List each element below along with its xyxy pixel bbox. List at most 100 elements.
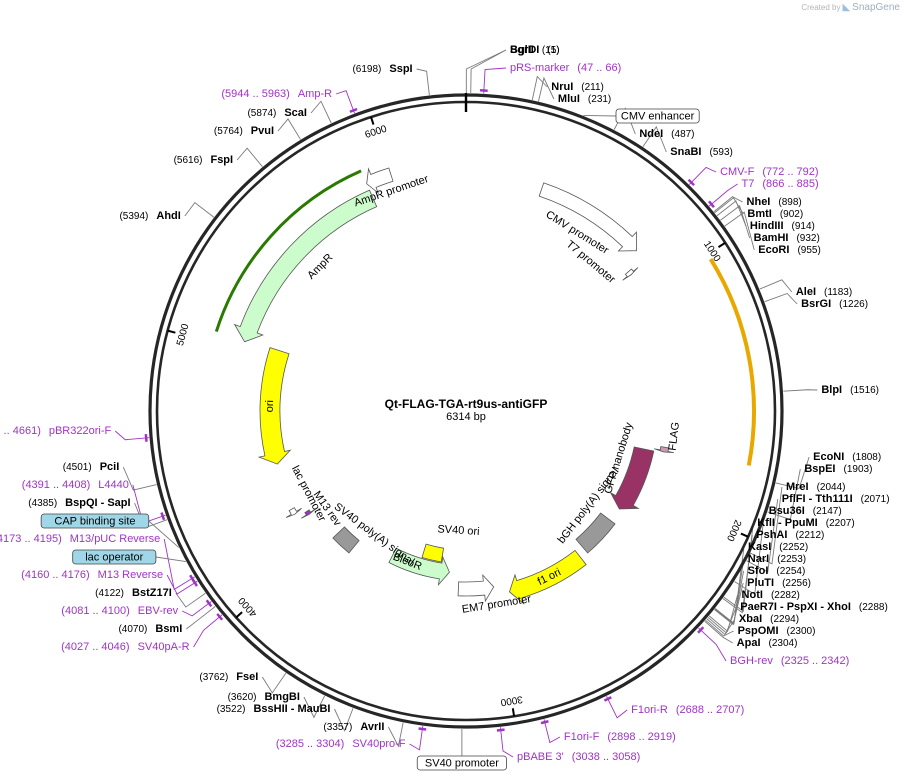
- primer-label-pbabe-3[interactable]: pBABE 3'(3038 .. 3058): [517, 751, 640, 763]
- leader-cap-binding-site: [148, 520, 180, 548]
- enzyme-label-hindiii[interactable]: HindIII(914): [750, 220, 815, 232]
- feature-m13-rev[interactable]: [301, 508, 316, 519]
- enzyme-position: (2254): [776, 566, 805, 577]
- leader-bamhi: [720, 205, 751, 239]
- primer-label-m13-puc-reverse[interactable]: (4173 .. 4195)M13/pUC Reverse: [0, 533, 160, 545]
- primer-label-pbr322ori-f[interactable]: (4642 .. 4661)pBR322ori-F: [0, 425, 111, 437]
- enzyme-label-ndei[interactable]: NdeI(487): [639, 128, 694, 140]
- enzyme-label-ahdi[interactable]: (5394)AhdI: [119, 210, 180, 222]
- feature-em7-promoter[interactable]: [457, 574, 495, 603]
- feature-cmv-promoter[interactable]: [538, 182, 637, 252]
- enzyme-label-kfli-ppumi[interactable]: KflI - PpuMI(2207): [757, 517, 854, 529]
- leader-lac-operator: [155, 556, 186, 562]
- enzyme-label-mlui[interactable]: MluI(231): [558, 93, 611, 105]
- enzyme-label-alei[interactable]: AleI(1183): [796, 286, 852, 298]
- feature-ampr-promoter[interactable]: [366, 167, 394, 195]
- primer-label-prs-marker[interactable]: pRS-marker(47 .. 66): [510, 62, 621, 74]
- enzyme-label-fsei[interactable]: (3762)FseI: [199, 671, 258, 683]
- enzyme-label-bglii[interactable]: BglII(15): [510, 44, 560, 56]
- enzyme-label-bamhi[interactable]: BamHI(932): [754, 232, 820, 244]
- primer-label-m13-reverse[interactable]: (4160 .. 4176)M13 Reverse: [21, 569, 163, 581]
- primer-site-ebv-rev: [205, 599, 213, 608]
- enzyme-label-pvui[interactable]: (5764)PvuI: [214, 125, 274, 137]
- enzyme-label-scai[interactable]: (5874)ScaI: [247, 107, 307, 119]
- feature-flag[interactable]: [654, 446, 674, 454]
- leader-pvui: [277, 118, 301, 140]
- primer-label-f1ori-r[interactable]: F1ori-R(2688 .. 2707): [631, 704, 744, 716]
- enzyme-label-pflfi-tth111i[interactable]: PflFI - Tth111I(2071): [782, 493, 890, 505]
- primer-label-bgh-rev[interactable]: BGH-rev(2325 .. 2342): [730, 655, 849, 667]
- feature-bleor[interactable]: [388, 547, 450, 587]
- enzyme-label-pcii[interactable]: (4501)PciI: [63, 461, 119, 473]
- enzyme-label-econi[interactable]: EcoNI(1808): [813, 451, 881, 463]
- boxed-label-bg-cap-binding-site[interactable]: [40, 513, 150, 529]
- primer-label-sv40pa-r[interactable]: (4027 .. 4046)SV40pA-R: [61, 641, 190, 653]
- enzyme-label-snabi[interactable]: SnaBI(593): [670, 146, 733, 158]
- primer-label-f1ori-f[interactable]: F1ori-F(2898 .. 2919): [564, 731, 676, 743]
- primer-label-amp-r[interactable]: (5944 .. 5963)Amp-R: [221, 88, 332, 100]
- enzyme-position: (914): [792, 221, 815, 232]
- leader-fsei: [261, 672, 287, 694]
- leader-alei: [759, 279, 793, 293]
- enzyme-name: ApaI: [737, 637, 761, 649]
- feature-f1-ori[interactable]: [508, 549, 587, 605]
- enzyme-position: (593): [709, 147, 732, 158]
- primer-name: L4440: [98, 479, 129, 491]
- enzyme-label-nhei[interactable]: NheI(898): [747, 196, 802, 208]
- enzyme-label-sspi[interactable]: (6198)SspI: [352, 63, 412, 75]
- feature-gfp-nanobody[interactable]: [609, 446, 655, 510]
- enzyme-label-nrui[interactable]: NruI(211): [551, 81, 604, 93]
- enzyme-label-pspomi[interactable]: PspOMI(2300): [738, 625, 816, 637]
- leader-pshai: [722, 534, 753, 614]
- enzyme-label-pshai[interactable]: PshAI(2212): [756, 529, 824, 541]
- enzyme-label-apai[interactable]: ApaI(2304): [737, 637, 798, 649]
- enzyme-label-nari[interactable]: NarI(2253): [748, 553, 806, 565]
- boxed-label-bg-sv40-promoter[interactable]: [416, 755, 507, 771]
- feature-t7-promoter[interactable]: [622, 267, 639, 281]
- feature-sv40-ori[interactable]: [421, 543, 445, 563]
- enzyme-label-bsu36i[interactable]: Bsu36I(2147): [769, 505, 842, 517]
- enzyme-label-bmti[interactable]: BmtI(902): [747, 208, 803, 220]
- enzyme-label-avrii[interactable]: (3357)AvrII: [323, 721, 384, 733]
- primer-label-sv40pro-f[interactable]: (3285 .. 3304)SV40pro-F: [276, 738, 406, 750]
- enzyme-position: (5764): [214, 126, 243, 137]
- enzyme-label-sgrdi[interactable]: SgrDI(1): [510, 44, 560, 56]
- enzyme-label-bsmi[interactable]: (4070)BsmI: [118, 623, 182, 635]
- leader-bsmi: [186, 606, 216, 630]
- primer-range: (3285 .. 3304): [276, 738, 345, 750]
- enzyme-label-blpi[interactable]: BlpI(1516): [821, 384, 879, 396]
- enzyme-label-fspi[interactable]: (5616)FspI: [174, 154, 234, 166]
- boxed-label-bg-lac-operator[interactable]: [72, 549, 157, 565]
- enzyme-position: (4501): [63, 462, 92, 473]
- enzyme-label-mrei[interactable]: MreI(2044): [786, 481, 846, 493]
- primer-label-ebv-rev[interactable]: (4081 .. 4100)EBV-rev: [61, 605, 178, 617]
- enzyme-position: (955): [797, 245, 820, 256]
- feature-ampr[interactable]: [233, 189, 378, 343]
- enzyme-label-ecori[interactable]: EcoRI(955): [758, 244, 821, 256]
- enzyme-label-bmgbi[interactable]: (3620)BmgBI: [228, 691, 300, 703]
- primer-site-sv40pa-r: [216, 613, 224, 621]
- enzyme-label-paer7i-pspxi-xhoi[interactable]: PaeR7I - PspXI - XhoI(2288): [740, 601, 888, 613]
- enzyme-position: (932): [796, 233, 819, 244]
- boxed-label-bg-cmv-enhancer[interactable]: [615, 108, 700, 124]
- enzyme-label-bspqi-sapi[interactable]: (4385)BspQI - SapI: [28, 497, 130, 509]
- enzyme-label-xbai[interactable]: XbaI(2294): [739, 613, 799, 625]
- enzyme-label-kasi[interactable]: KasI(2252): [748, 541, 808, 553]
- enzyme-label-bsshii-maubi[interactable]: (3522)BssHII - MauBI: [217, 703, 331, 715]
- feature-bgh-poly-a-signal[interactable]: [575, 512, 616, 554]
- feature-sv40-poly-a-signal[interactable]: [332, 526, 360, 554]
- enzyme-name: FspI: [210, 154, 233, 166]
- primer-label-l4440[interactable]: (4391 .. 4408)L4440: [22, 479, 129, 491]
- enzyme-label-sfoi[interactable]: SfoI(2254): [748, 565, 806, 577]
- feature-lac-promoter[interactable]: [285, 507, 302, 518]
- enzyme-label-bsrgi[interactable]: BsrGI(1226): [801, 298, 868, 310]
- enzyme-label-bstz17i[interactable]: (4122)BstZ17I: [95, 587, 172, 599]
- enzyme-label-noti[interactable]: NotI(2282): [742, 589, 800, 601]
- map-center: Qt-FLAG-TGA-rt9us-antiGFP 6314 bp: [385, 397, 548, 423]
- primer-label-cmv-f[interactable]: CMV-F(772 .. 792): [720, 166, 819, 178]
- primer-label-t7[interactable]: T7(866 .. 885): [742, 178, 819, 190]
- enzyme-label-pluti[interactable]: PluTI(2256): [747, 577, 811, 589]
- feature-ori[interactable]: [257, 347, 292, 465]
- enzyme-label-bspei[interactable]: BspEI(1903): [804, 463, 872, 475]
